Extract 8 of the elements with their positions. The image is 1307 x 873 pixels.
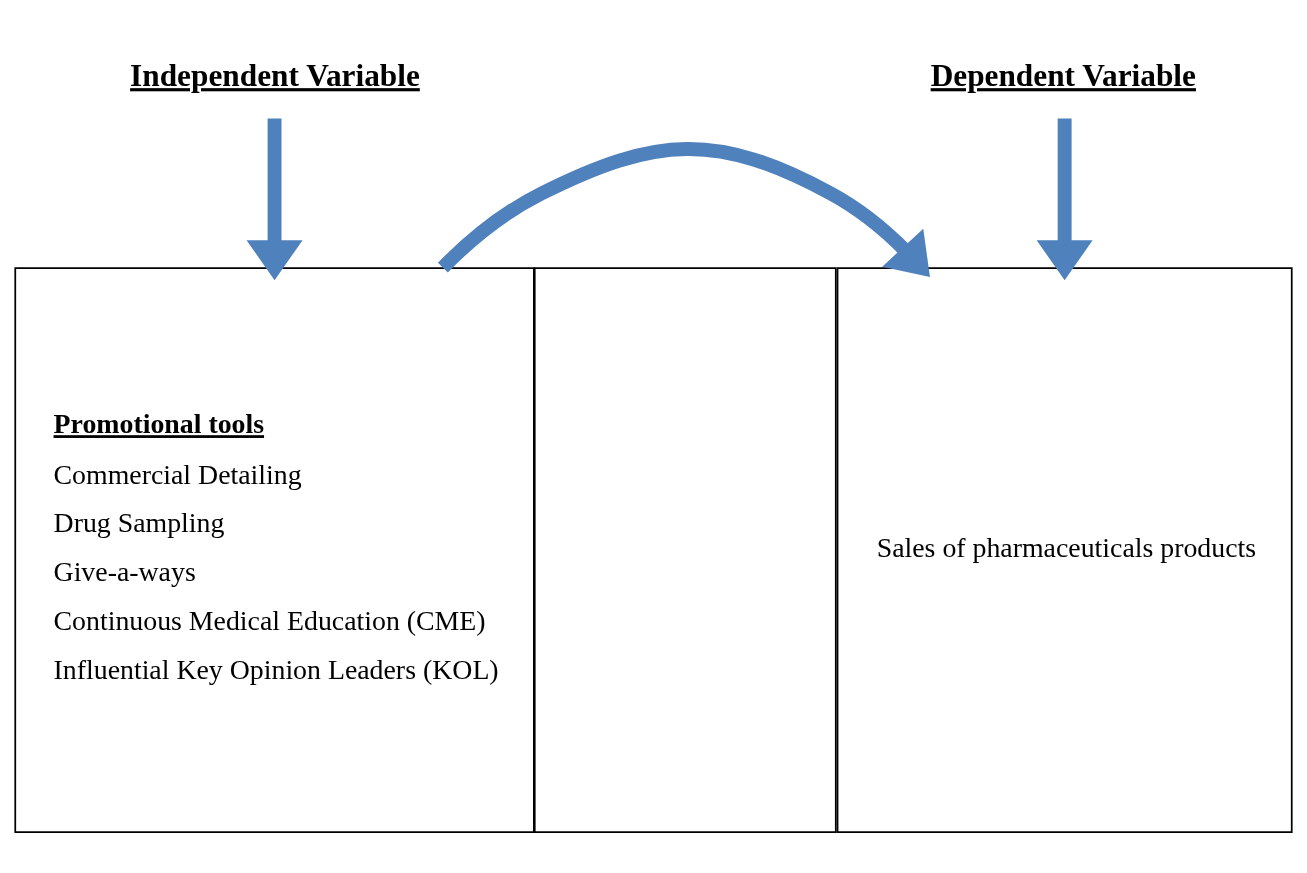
arrow — [437, 141, 930, 277]
arrow — [1036, 118, 1093, 280]
node-box: Sales of pharmaceuticals products — [836, 266, 1293, 833]
node-box — [533, 266, 837, 833]
node-text: Independent Variable — [130, 57, 420, 93]
node-text: Dependent Variable — [930, 57, 1196, 93]
arrow — [246, 118, 303, 280]
node-box: Promotional tools Commercial Detailing Drug Sampling Give-a-ways Continuous Medical Education (CME) Influential Key Opinion Leaders (KOL) — [14, 266, 535, 833]
